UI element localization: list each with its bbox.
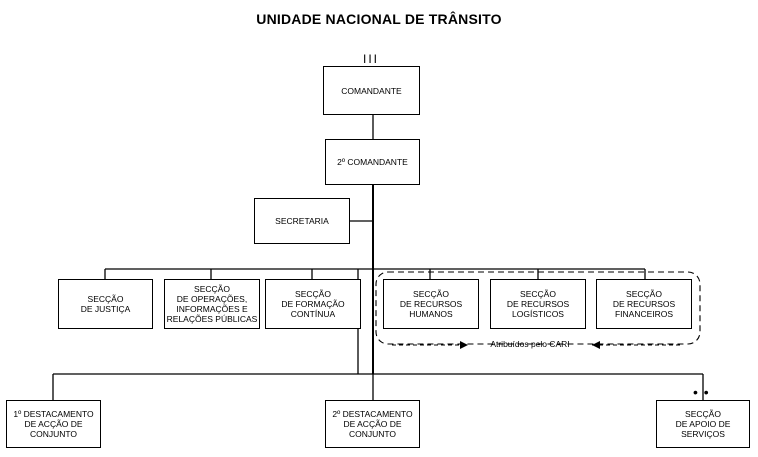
box-seccao-recursos-financeiros: SECÇÃO DE RECURSOS FINANCEIROS xyxy=(596,279,692,329)
box-seccao-justica: SECÇÃO DE JUSTIÇA xyxy=(58,279,153,329)
box-destacamento-1: 1º DESTACAMENTO DE ACÇÃO DE CONJUNTO xyxy=(6,400,101,448)
dots-insignia-marks: • • xyxy=(693,384,710,400)
chart-title: UNIDADE NACIONAL DE TRÂNSITO xyxy=(256,11,502,27)
cari-group-note: Atribuídos pelo CARI xyxy=(490,339,570,349)
arrow-right-icon xyxy=(460,341,468,349)
rank-insignia-marks: III xyxy=(363,52,380,66)
box-seccao-apoio-servicos: SECÇÃO DE APOIO DE SERVIÇOS xyxy=(656,400,750,448)
box-seccao-operacoes: SECÇÃO DE OPERAÇÕES, INFORMAÇÕES E RELAÇ… xyxy=(164,279,260,329)
arrow-left-icon xyxy=(592,341,600,349)
box-destacamento-2: 2º DESTACAMENTO DE ACÇÃO DE CONJUNTO xyxy=(325,400,420,448)
box-seccao-recursos-logisticos: SECÇÃO DE RECURSOS LOGÍSTICOS xyxy=(490,279,586,329)
box-comandante: COMANDANTE xyxy=(323,66,420,115)
cari-group-dashed-border xyxy=(375,271,701,345)
box-segundo-comandante: 2º COMANDANTE xyxy=(325,139,420,185)
box-seccao-formacao: SECÇÃO DE FORMAÇÃO CONTÍNUA xyxy=(265,279,361,329)
box-seccao-recursos-humanos: SECÇÃO DE RECURSOS HUMANOS xyxy=(383,279,479,329)
box-secretaria: SECRETARIA xyxy=(254,198,350,244)
